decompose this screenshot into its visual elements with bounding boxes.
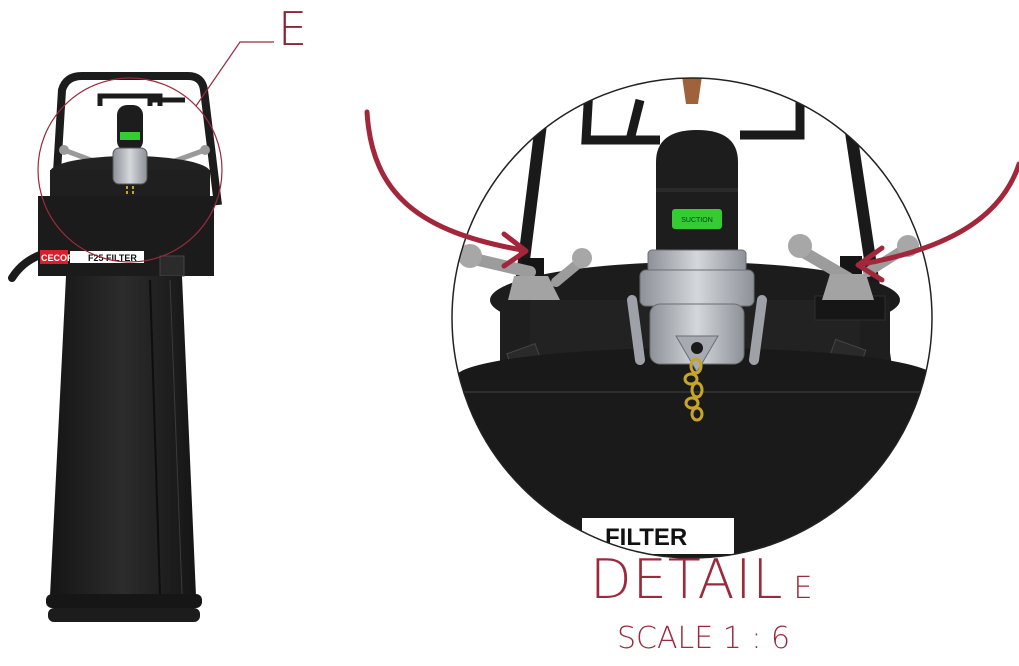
detail-circle-border [451,77,933,559]
overview-product-plate [70,251,144,263]
detail-coupling [627,249,767,373]
detail-title-word: DETAIL [590,548,784,611]
overview-filter-unit: CECOR F25 FILTER [8,72,222,622]
right-arrow [859,161,1019,267]
left-arrow [364,109,525,253]
overview-logo-plate [40,250,68,264]
detail-top-knob [680,78,704,104]
overview-frame-inner [97,93,185,106]
detail-scale: SCALE 1 : 6 [617,621,791,656]
detail-title-ref: E [793,571,814,606]
detail-suction-tag [672,209,722,229]
detail-view: SUCTION FILTER [452,78,932,558]
detail-callout-leader [195,41,274,107]
detail-chain [683,357,704,422]
overview-hose [8,251,44,282]
detail-suction-tag-text: SUCTION [681,217,713,224]
overview-suction-pipe [117,105,143,151]
callout-letter: E [278,2,308,56]
overview-product-label: F25 FILTER [88,253,137,263]
overview-base-ring-bottom [48,608,200,622]
overview-coupling [112,147,148,185]
detail-left-handle [458,244,592,300]
detail-right-handle [788,234,919,300]
detail-arrows [364,109,1019,283]
overview-base-ring-top [46,594,202,608]
overview-brand-logo: CECOR [41,253,74,263]
detail-callout-circle [37,77,223,263]
overview-body [50,276,196,596]
overview-frame [51,72,222,206]
detail-label-fragment: FILTER [605,524,687,551]
overview-green-tag [120,132,140,140]
